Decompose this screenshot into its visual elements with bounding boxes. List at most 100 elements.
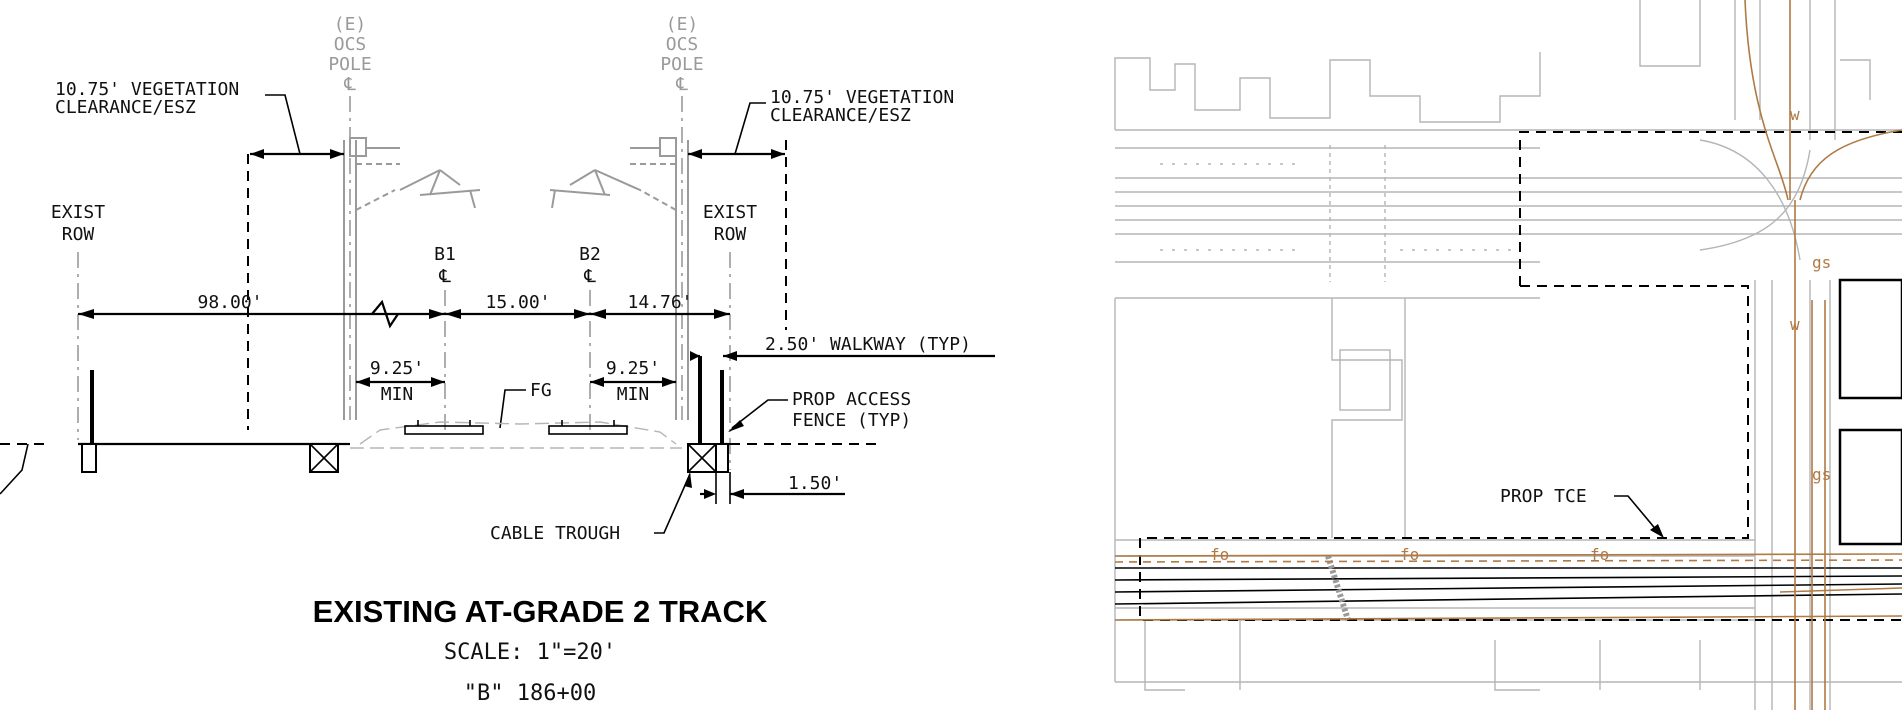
arrow-head-20 <box>684 472 692 488</box>
veg-left-leader <box>265 94 301 155</box>
plan-view: fo fo fo w w gs gs PROP TCE <box>1114 0 1902 710</box>
arrow-head-13 <box>590 377 604 387</box>
dim-150: 1.50' <box>788 473 842 494</box>
element-polyline-4 <box>654 473 691 534</box>
ocs-pole-left-line3: POLE <box>328 54 371 75</box>
plan-utility-lines <box>1114 0 1902 710</box>
arrow-head-6 <box>714 309 730 319</box>
arrow-head-5 <box>78 309 94 319</box>
dim-925-left: 9.25' MIN <box>356 358 445 405</box>
arrow-head-16 <box>690 351 700 361</box>
veg-right-line2: CLEARANCE/ESZ <box>770 105 911 126</box>
ocs-pole-label-right: (E) OCS POLE ℄ <box>660 14 703 95</box>
arrow-head-4 <box>771 149 785 159</box>
arrow-head-2 <box>330 149 344 159</box>
utility-w-label-1: w <box>1790 105 1800 124</box>
fence-footing-left <box>81 443 97 473</box>
ocs-pole-right-line2: OCS <box>666 34 699 55</box>
track-b2-ties <box>548 425 628 435</box>
veg-right-leader <box>734 102 766 155</box>
ocs-pole-left-line4: ℄ <box>343 74 356 95</box>
dim-15: 15.00' <box>485 292 550 313</box>
veg-left-line2: CLEARANCE/ESZ <box>55 97 196 118</box>
track-b1-ties <box>404 425 484 435</box>
vegetation-clearance-right-note: 10.75' VEGETATION CLEARANCE/ESZ <box>770 87 954 126</box>
dim-925-left-2: 9.25' <box>370 358 424 379</box>
utility-fo-label-1: fo <box>1210 545 1229 564</box>
ocs-pole-right-line4: ℄ <box>675 74 688 95</box>
arrow-head-10 <box>590 309 606 319</box>
drawing-title: EXISTING AT-GRADE 2 TRACK <box>313 594 768 629</box>
plan-rail-tracks <box>1114 555 1902 621</box>
ocs-pole-right-line1: (E) <box>666 14 699 35</box>
cable-trough-label: CABLE TROUGH <box>490 523 620 544</box>
element-polyline-2 <box>0 443 29 495</box>
min-2: MIN <box>617 384 650 405</box>
utility-w-label-2: w <box>1790 315 1800 334</box>
utility-gs-label-2: gs <box>1812 465 1831 484</box>
arrow-head-18 <box>704 489 716 499</box>
arrow-head-11 <box>356 377 370 387</box>
arrow-head-9 <box>574 309 590 319</box>
trackbed <box>359 420 677 445</box>
arrow-head-12 <box>431 377 445 387</box>
ocs-pole-left-line1: (E) <box>334 14 367 35</box>
prop-tce-leader <box>1614 495 1659 533</box>
drawing-station: "B" 186+00 <box>464 681 596 706</box>
min: MIN <box>381 384 414 405</box>
cable-trough-right <box>687 443 729 473</box>
ocs-cantilever-right <box>549 137 677 211</box>
vegetation-clearance-left-note: 10.75' VEGETATION CLEARANCE/ESZ <box>55 79 239 118</box>
dim-1476: 14.76' <box>627 292 692 313</box>
dim-98: 98.00' <box>197 292 262 313</box>
arrow-head <box>250 149 264 159</box>
dim-925-right: 9.25' MIN <box>590 358 676 405</box>
fg-label: FG <box>530 380 552 401</box>
dim-925-right-2: 9.25' <box>606 358 660 379</box>
walkway-label: 2.50' WALKWAY (TYP) <box>765 334 971 355</box>
arrow-head-21 <box>1650 524 1664 538</box>
b2-cl: ℄ <box>583 266 596 287</box>
veg-right-line1: 10.75' VEGETATION <box>770 87 954 108</box>
drawing-scale: SCALE: 1"=20' <box>444 640 616 665</box>
element-polyline <box>499 389 526 429</box>
exist-row-right-line2: ROW <box>714 224 747 245</box>
veg-left-line1: 10.75' VEGETATION <box>55 79 239 100</box>
b1-text: B1 <box>434 244 456 265</box>
arrow-head-14 <box>662 377 676 387</box>
arrow-head-15 <box>723 351 737 361</box>
typical-section: (E) OCS POLE ℄ (E) OCS POLE ℄ <box>0 14 995 706</box>
arrow-head-8 <box>445 309 461 319</box>
plan-road-corridor <box>1114 129 1902 710</box>
track-b2-label: B2 ℄ <box>579 244 601 287</box>
prop-access-fence-note: PROP ACCESS FENCE (TYP) <box>792 389 911 431</box>
arrow-head-3 <box>688 149 702 159</box>
arrow-head-17 <box>728 420 744 432</box>
b2-text: B2 <box>579 244 601 265</box>
exist-row-left-label: EXIST ROW <box>51 202 105 245</box>
track-b1-label: B1 ℄ <box>434 244 456 287</box>
arrow-head-7 <box>429 309 445 319</box>
plan-structure-2 <box>1838 428 1902 546</box>
ocs-cantilever-left <box>349 137 481 211</box>
prop-access-fence-note-3: FENCE (TYP) <box>792 410 911 431</box>
cable-trough-left <box>309 443 339 473</box>
ocs-pole-right-line3: POLE <box>660 54 703 75</box>
ocs-pole-label-left: (E) OCS POLE ℄ <box>328 14 371 95</box>
utility-fo-label-3: fo <box>1590 545 1609 564</box>
exist-row-left-line1: EXIST <box>51 202 105 223</box>
prop-access-fence-note-2: PROP ACCESS <box>792 389 911 410</box>
plan-tce-upper <box>1519 131 1902 286</box>
exist-row-right-label: EXIST ROW <box>703 202 757 245</box>
utility-fo-label-2: fo <box>1400 545 1419 564</box>
utility-gs-label-1: gs <box>1812 253 1831 272</box>
plan-tce-lower <box>1139 285 1902 621</box>
ocs-pole-left-line2: OCS <box>334 34 367 55</box>
plan-building-outlines <box>1114 0 1871 140</box>
exist-row-right-line1: EXIST <box>703 202 757 223</box>
element-polyline-3 <box>731 399 788 429</box>
arrow-head-19 <box>730 489 744 499</box>
b1-cl: ℄ <box>438 266 451 287</box>
break-symbol <box>371 299 399 329</box>
